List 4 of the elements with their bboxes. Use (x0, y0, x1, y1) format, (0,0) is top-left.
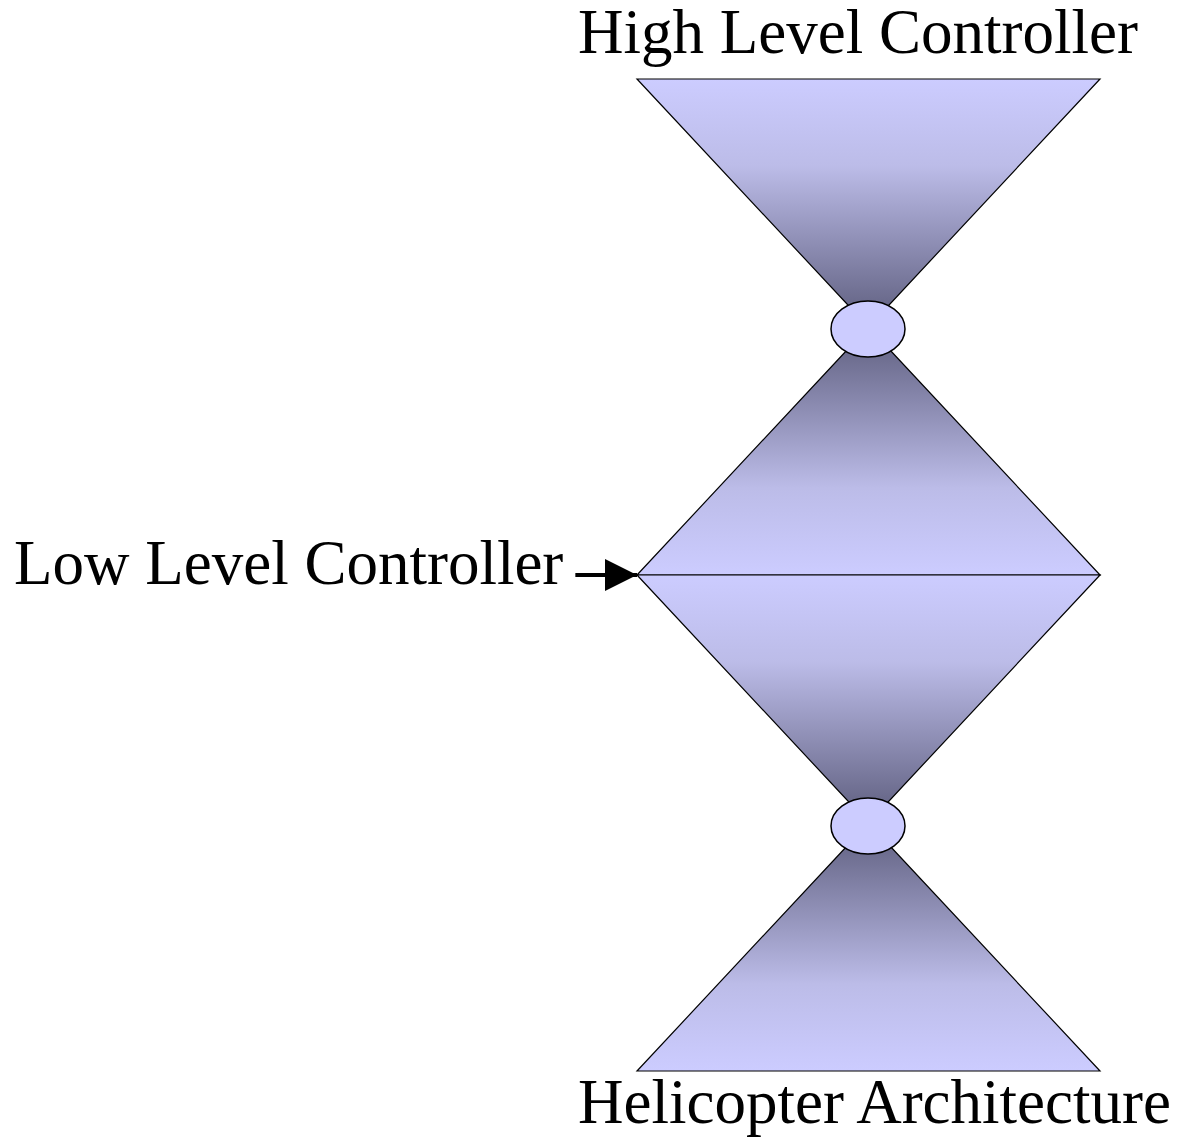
node-label: Low Level Controller (14, 528, 564, 598)
node-label: High Level Controller (578, 0, 1138, 67)
arrow (575, 559, 637, 591)
node-label: Helicopter Architecture (578, 1067, 1171, 1137)
